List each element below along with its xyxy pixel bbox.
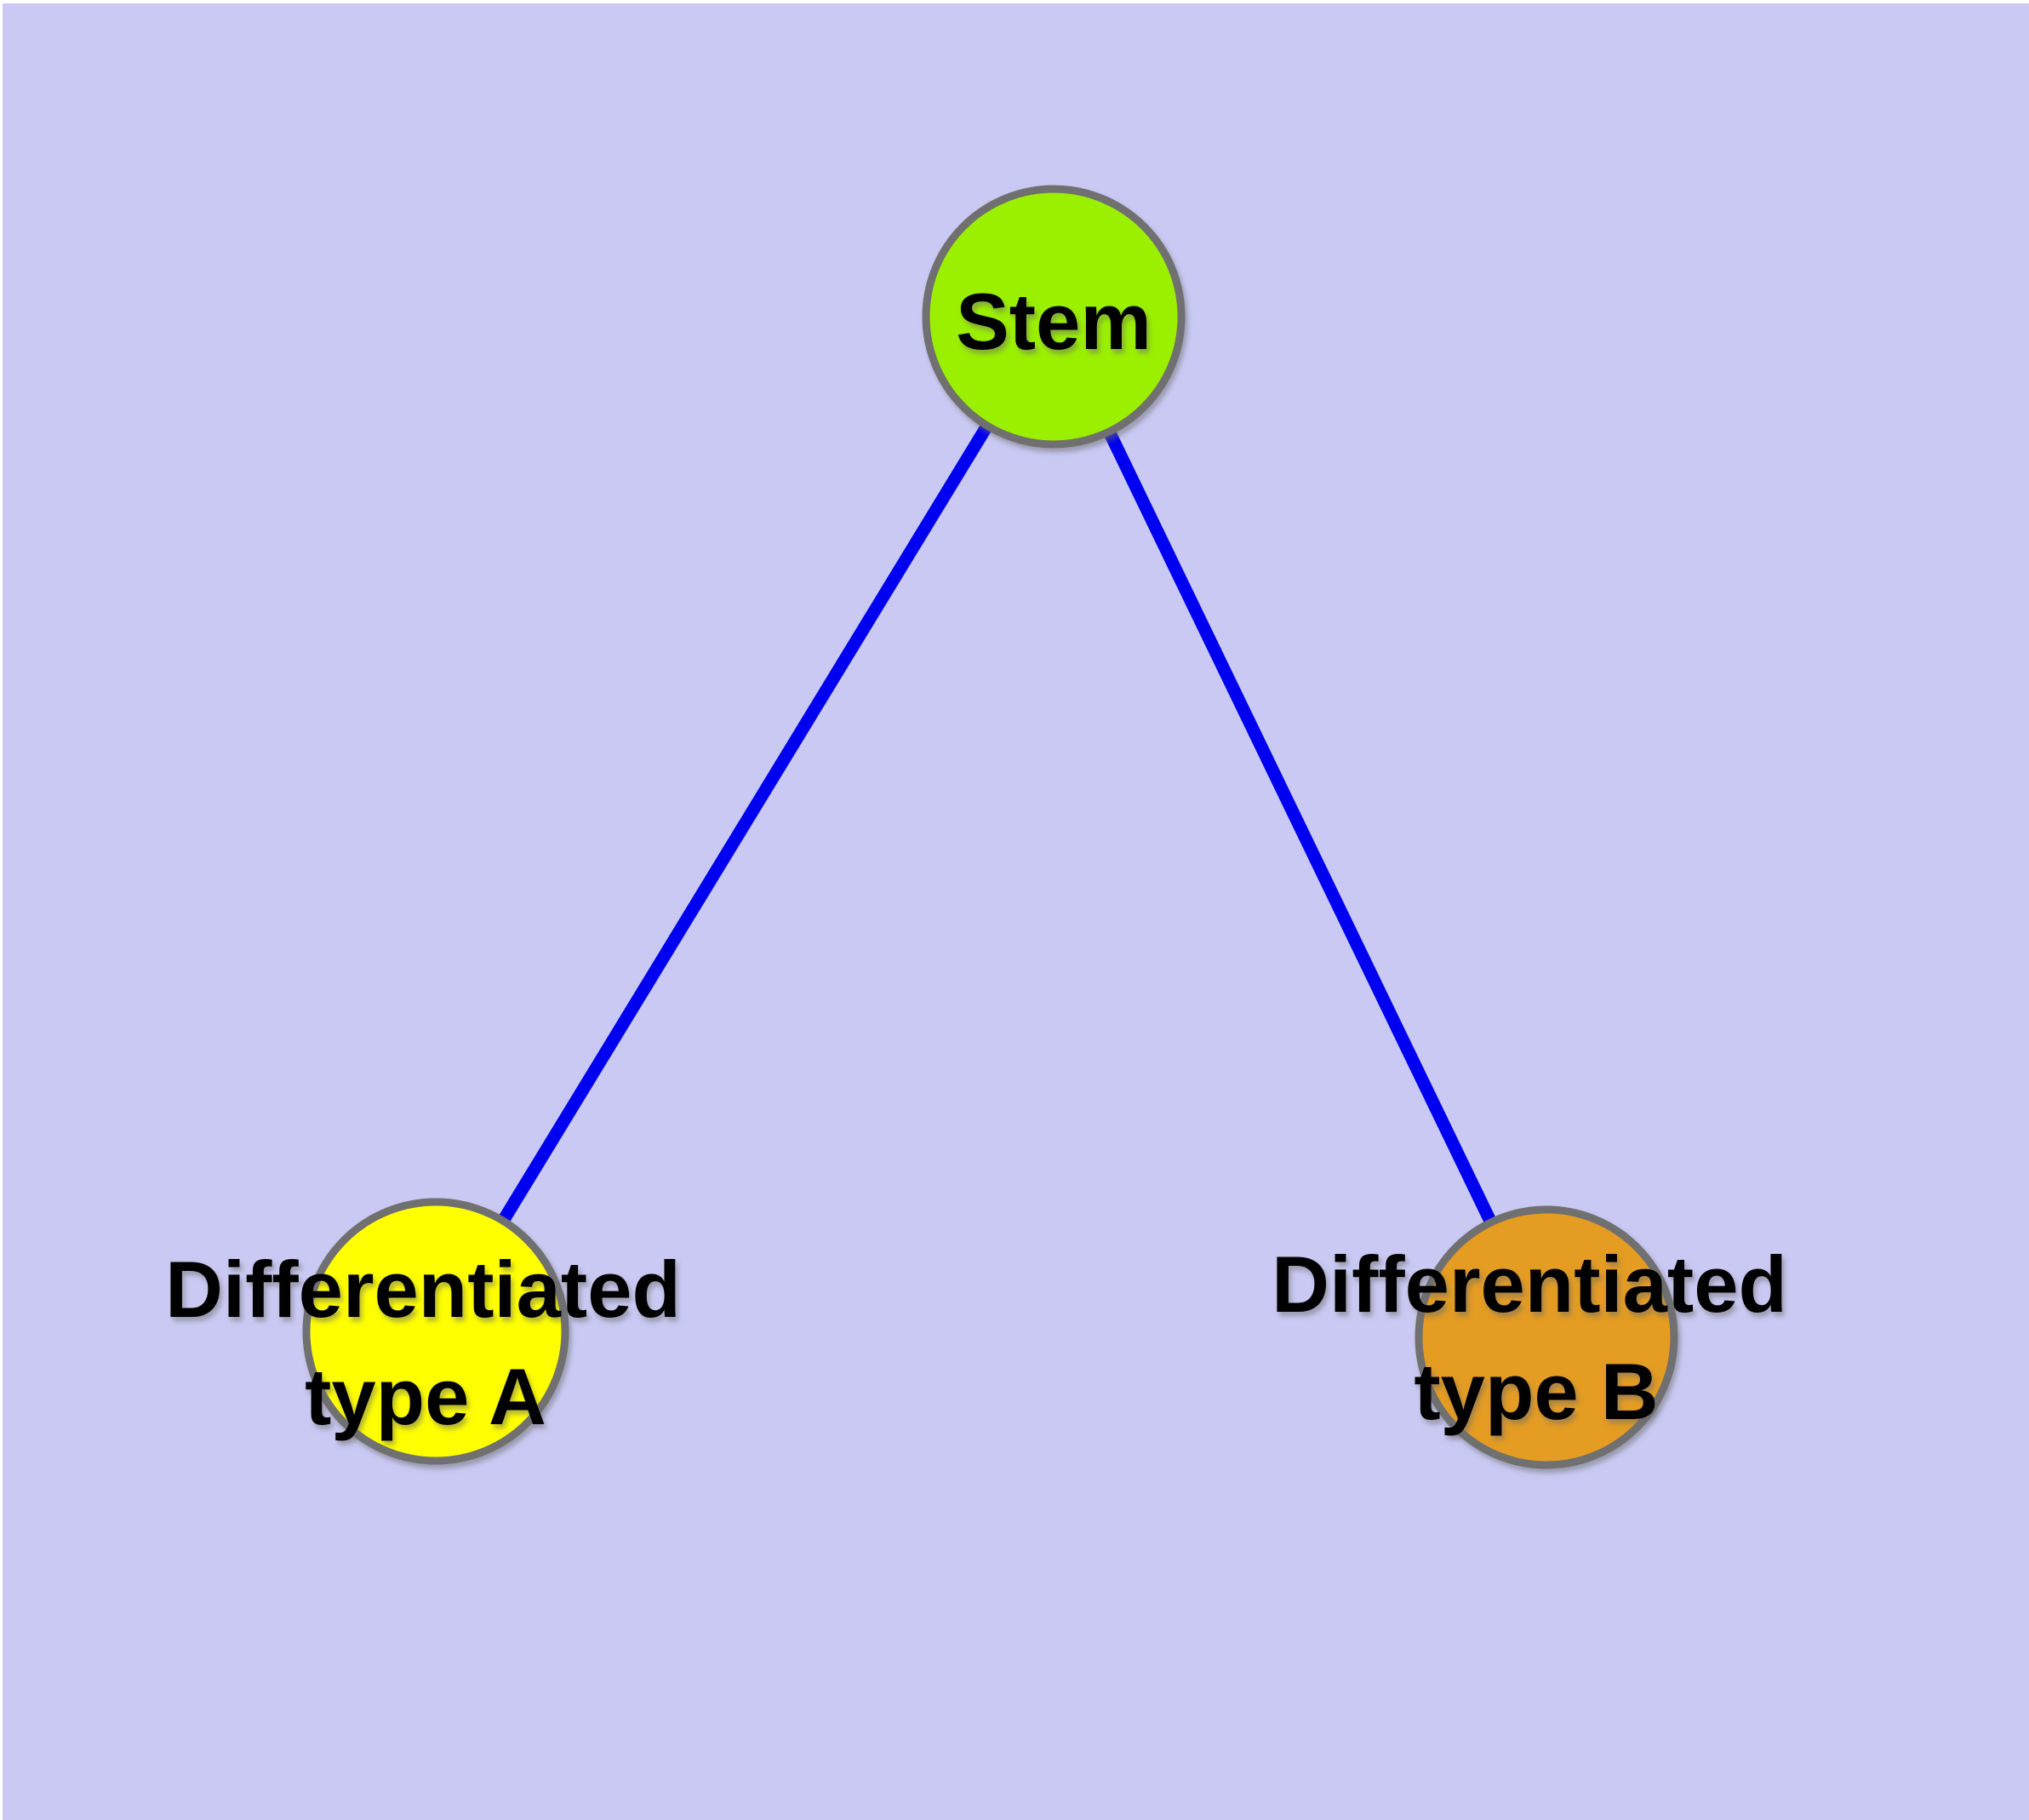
node-type-b-label-line1: Differentiated (1272, 1239, 1787, 1329)
edge-stem-to-type-a (430, 313, 1060, 1335)
node-stem-circle (922, 185, 1186, 449)
node-stem-label: Stem (956, 277, 1152, 366)
edge-layer (430, 313, 1552, 1341)
node-type-a-circle (302, 1198, 569, 1465)
edge-stem-to-type-b (1048, 313, 1552, 1341)
label-layer: Stem Differentiated type A Differentiate… (165, 277, 1787, 1441)
node-type-a-label-line1: Differentiated (165, 1245, 681, 1334)
node-type-b-label-line2: type B (1414, 1347, 1658, 1436)
node-layer (302, 185, 1678, 1469)
node-type-b-circle (1415, 1205, 1678, 1469)
node-type-a-label-line2: type A (305, 1352, 546, 1441)
